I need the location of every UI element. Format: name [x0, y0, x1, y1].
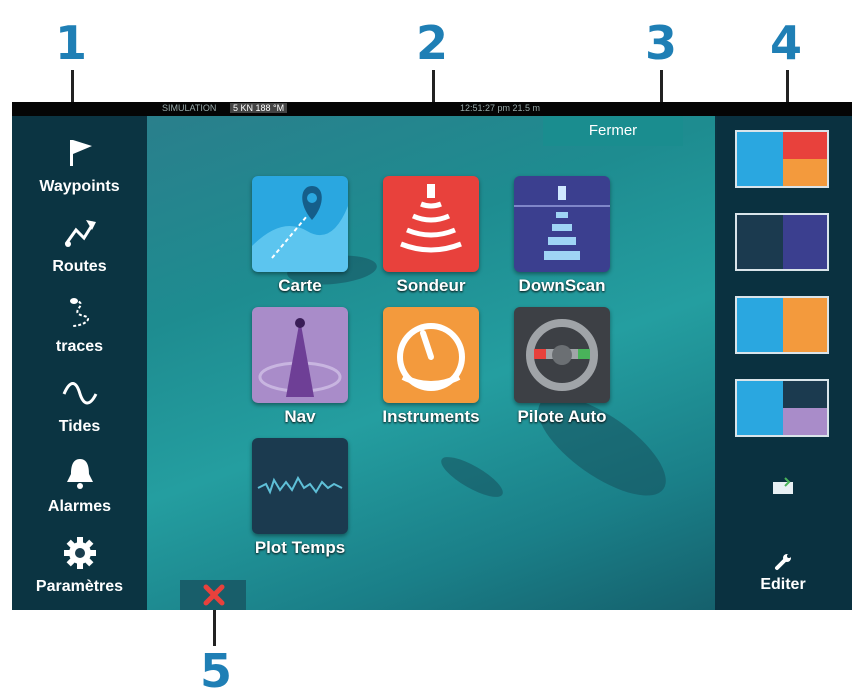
bell-icon: [66, 459, 93, 489]
sonar-icon: [383, 176, 479, 272]
gauge-icon: [383, 307, 479, 403]
tools-sidebar: Waypoints Routes traces Tides Alarmes Pa…: [12, 116, 147, 610]
steering-wheel-icon: [514, 307, 610, 403]
add-favorite-icon[interactable]: [771, 476, 795, 496]
tide-wave-icon: [62, 382, 97, 405]
app-label: Carte: [278, 276, 322, 295]
background-fish: [436, 449, 508, 505]
track-icon: [69, 298, 89, 327]
favorite-page-chart-plot-nav[interactable]: [735, 379, 829, 437]
downscan-icon: [514, 176, 610, 272]
edit-label: Editer: [760, 576, 806, 593]
sidebar-item-waypoints[interactable]: Waypoints: [12, 130, 147, 210]
sidebar-item-label: traces: [55, 338, 104, 355]
sidebar-item-label: Paramètres: [35, 578, 124, 595]
nav-icon: [252, 307, 348, 403]
favorite-page-sonar-downscan[interactable]: [735, 213, 829, 271]
sidebar-item-routes[interactable]: Routes: [12, 210, 147, 290]
callout-5-leader: [213, 606, 216, 646]
callout-1: 1: [55, 16, 88, 70]
callout-3-leader: [660, 70, 663, 128]
time-plot-icon: [252, 438, 348, 534]
callout-3: 3: [645, 16, 678, 70]
sidebar-item-alarms[interactable]: Alarmes: [12, 450, 147, 530]
remove-button[interactable]: [180, 580, 246, 610]
sidebar-item-settings[interactable]: Paramètres: [12, 530, 147, 610]
flag-icon: [69, 140, 92, 166]
sidebar-item-label: Routes: [52, 258, 107, 275]
favorite-page-chart-instruments[interactable]: [735, 296, 829, 354]
edit-button[interactable]: Editer: [745, 548, 821, 604]
app-label: Instruments: [382, 407, 480, 426]
gear-icon: [63, 537, 96, 569]
app-label: Sondeur: [396, 276, 466, 295]
callout-5: 5: [200, 644, 233, 698]
sidebar-item-traces[interactable]: traces: [12, 290, 147, 370]
sidebar-item-label: Tides: [58, 418, 101, 435]
simulation-indicator: SIMULATION: [162, 103, 217, 113]
route-icon: [64, 220, 96, 247]
app-label: Plot Temps: [254, 538, 346, 557]
app-label: Nav: [284, 407, 316, 426]
device-screen: SIMULATION 5 KN 188 °M 12:51:27 pm 21.5 …: [12, 102, 852, 610]
app-label: Pilote Auto: [517, 407, 607, 426]
time-readout: 12:51:27 pm 21.5 m: [460, 103, 541, 113]
callout-2: 2: [416, 16, 449, 70]
status-bar: SIMULATION 5 KN 188 °M 12:51:27 pm 21.5 …: [12, 102, 852, 116]
close-x-icon: [203, 584, 225, 606]
callout-4-leader: [786, 70, 789, 130]
wrench-icon: [775, 554, 791, 570]
favorite-page-chart-sonar-instruments[interactable]: [735, 130, 829, 188]
callout-4: 4: [770, 16, 803, 70]
speed-readout: 5 KN 188 °M: [230, 103, 288, 113]
chart-map-icon: [252, 176, 348, 272]
favorites-panel: Editer: [715, 116, 852, 610]
callout-1-leader: [71, 70, 74, 106]
sidebar-item-tides[interactable]: Tides: [12, 370, 147, 450]
sidebar-item-label: Waypoints: [39, 178, 120, 195]
sidebar-item-label: Alarmes: [47, 498, 112, 515]
close-button[interactable]: Fermer: [543, 116, 683, 146]
app-label: DownScan: [518, 276, 606, 295]
